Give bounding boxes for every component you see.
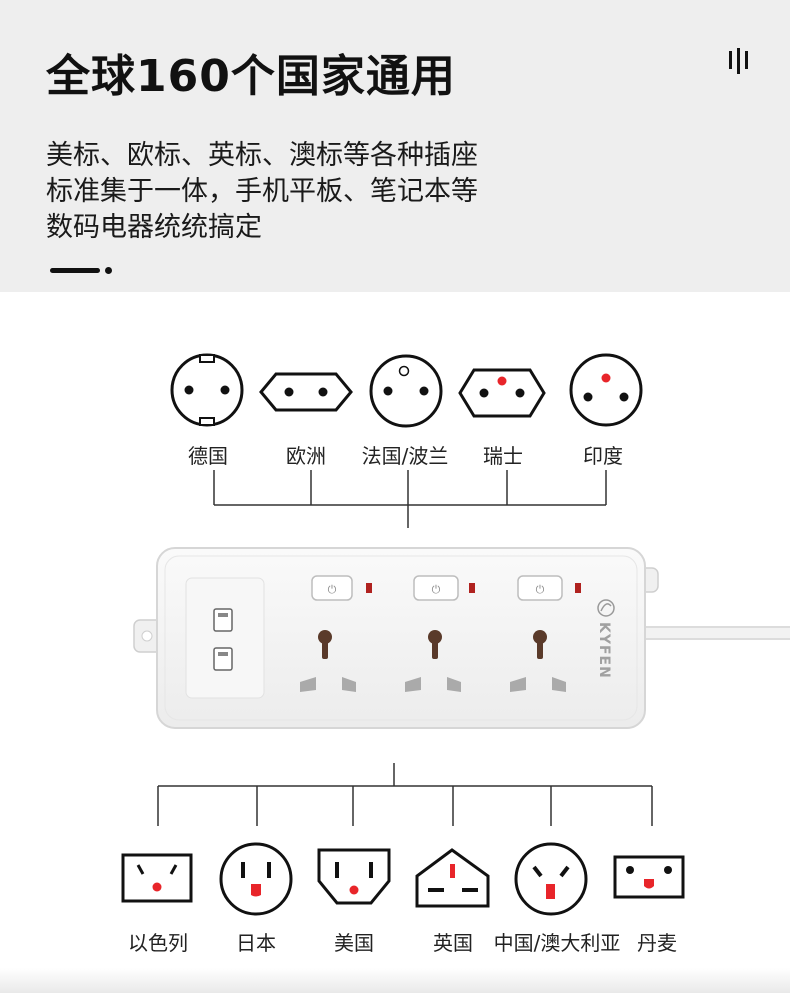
decorative-dash bbox=[50, 268, 100, 273]
france-poland-plug-icon bbox=[369, 354, 443, 428]
denmark-plug-icon bbox=[613, 855, 685, 899]
bars-icon bbox=[729, 48, 748, 74]
plug-label-denmark: 丹麦 bbox=[637, 931, 677, 955]
bottom-connector-lines bbox=[157, 763, 653, 826]
israel-plug-icon bbox=[121, 853, 193, 903]
brand-logo: KYFEN bbox=[596, 599, 615, 679]
usa-plug-icon bbox=[317, 848, 391, 905]
plug-label-usa: 美国 bbox=[334, 931, 374, 955]
description: 美标、欧标、英标、澳标等各种插座 标准集于一体，手机平板、笔记本等 数码电器统统… bbox=[46, 138, 478, 246]
plug-label-europe: 欧洲 bbox=[286, 444, 326, 468]
svg-text:⏻: ⏻ bbox=[536, 583, 545, 596]
japan-plug-icon bbox=[219, 842, 293, 916]
outlet-2: ⏻ bbox=[405, 575, 475, 692]
outlet-3: ⏻ bbox=[510, 575, 581, 692]
description-line: 数码电器统统搞定 bbox=[46, 212, 262, 243]
description-line: 标准集于一体，手机平板、笔记本等 bbox=[46, 176, 478, 207]
plug-label-japan: 日本 bbox=[236, 931, 276, 955]
svg-text:⏻: ⏻ bbox=[328, 583, 337, 596]
germany-plug-icon bbox=[170, 353, 244, 427]
top-connector-lines bbox=[213, 470, 607, 528]
plug-label-germany: 德国 bbox=[188, 444, 228, 468]
europe-plug-icon bbox=[259, 372, 353, 412]
plug-label-israel: 以色列 bbox=[128, 931, 188, 955]
header-banner: 全球160个国家通用 美标、欧标、英标、澳标等各种插座 标准集于一体，手机平板、… bbox=[0, 0, 790, 292]
plug-diagram: ⏻ ⏻ ⏻ KYFEN bbox=[0, 353, 790, 993]
description-line: 美标、欧标、英标、澳标等各种插座 bbox=[46, 140, 478, 171]
china-australia-plug-icon bbox=[514, 842, 588, 916]
brand-text: KYFEN bbox=[596, 622, 612, 679]
decorative-dot bbox=[105, 267, 112, 274]
uk-plug-icon bbox=[415, 848, 490, 908]
usb-panel bbox=[185, 577, 265, 699]
plug-label-france-poland: 法国/波兰 bbox=[361, 444, 449, 468]
page-title: 全球160个国家通用 bbox=[46, 51, 456, 102]
svg-text:⏻: ⏻ bbox=[432, 583, 441, 596]
india-plug-icon bbox=[569, 353, 643, 427]
plug-label-uk: 英国 bbox=[433, 931, 473, 955]
plug-label-switzerland: 瑞士 bbox=[483, 444, 523, 468]
plug-label-china-australia: 中国/澳大利亚 bbox=[493, 931, 621, 955]
outlet-1: ⏻ bbox=[300, 575, 372, 692]
switzerland-plug-icon bbox=[458, 368, 546, 418]
power-strip: ⏻ ⏻ ⏻ KYFEN bbox=[133, 547, 790, 729]
plug-label-india: 印度 bbox=[583, 444, 623, 468]
